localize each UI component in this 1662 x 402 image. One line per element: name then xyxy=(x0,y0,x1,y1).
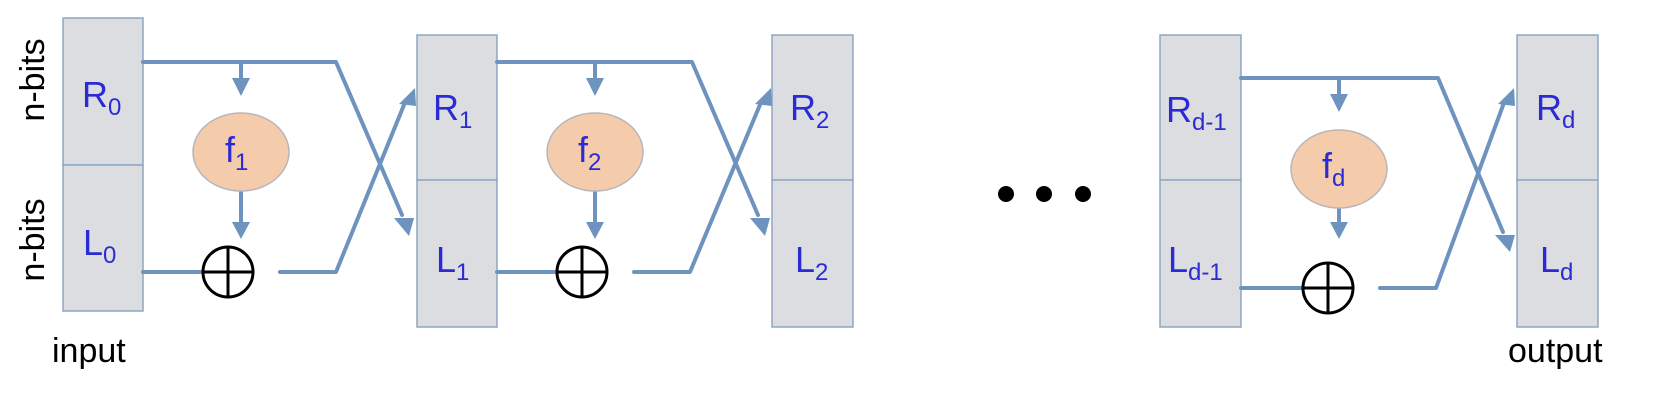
ellipsis-dots xyxy=(998,186,1091,202)
L2-label: L2 xyxy=(795,239,828,286)
Rd-1-label: Rd-1 xyxy=(1166,89,1227,136)
round-d-wiring xyxy=(1239,76,1515,290)
register-L2 xyxy=(771,179,854,328)
round-1-wiring xyxy=(141,60,416,274)
register-Ld-1 xyxy=(1159,179,1242,328)
register-R1 xyxy=(416,34,498,181)
Ld-1-label: Ld-1 xyxy=(1168,239,1223,286)
R2-label: R2 xyxy=(790,87,829,134)
stage-1-registers: R1 L1 xyxy=(416,34,498,328)
f1-label: f1 xyxy=(225,129,248,176)
register-L0 xyxy=(62,164,144,312)
top-bits-label: n-bits xyxy=(14,38,52,121)
register-R2 xyxy=(771,34,854,181)
xor-2-icon xyxy=(555,245,609,299)
L0-label: L0 xyxy=(83,222,116,269)
xor-1-icon xyxy=(201,245,255,299)
L1-label: L1 xyxy=(436,239,469,286)
f2-label: f2 xyxy=(578,129,601,176)
function-f2 xyxy=(546,112,644,192)
register-Rd-1 xyxy=(1159,34,1242,181)
Rd-label: Rd xyxy=(1536,87,1575,134)
stage-0-registers: R0 L0 xyxy=(62,17,144,312)
stage-d-1-registers: Rd-1 Ld-1 xyxy=(1159,34,1242,328)
xor-d-icon xyxy=(1301,261,1355,315)
stage-2-registers: R2 L2 xyxy=(771,34,854,328)
register-R0 xyxy=(62,17,144,166)
register-Rd xyxy=(1516,34,1599,181)
output-caption: output xyxy=(1508,332,1603,370)
function-f1 xyxy=(192,112,290,192)
fd-label: fd xyxy=(1322,145,1345,192)
Ld-label: Ld xyxy=(1540,239,1573,286)
register-Ld xyxy=(1516,179,1599,328)
stage-d-registers: Rd Ld xyxy=(1516,34,1599,328)
R1-label: R1 xyxy=(433,87,472,134)
R0-label: R0 xyxy=(82,74,121,121)
function-fd xyxy=(1290,129,1388,209)
round-2-wiring xyxy=(495,60,772,274)
bottom-bits-label: n-bits xyxy=(14,198,52,281)
input-caption: input xyxy=(52,332,126,370)
register-L1 xyxy=(416,179,498,328)
